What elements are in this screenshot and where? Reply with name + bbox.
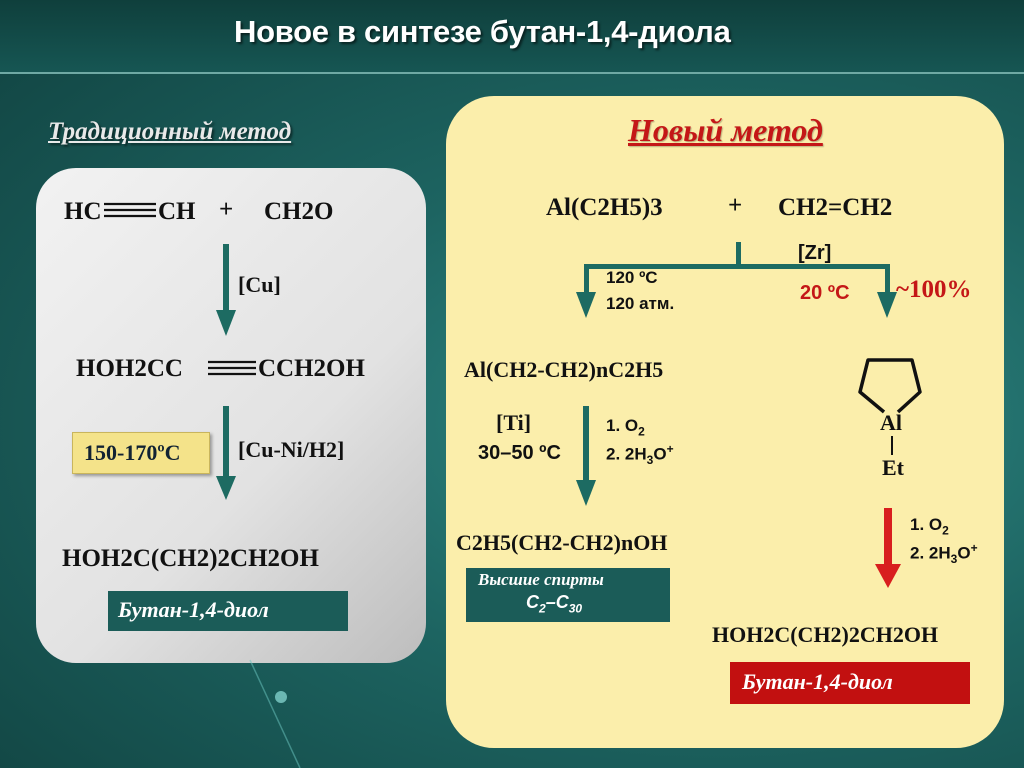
higher-alcohols-box	[466, 568, 670, 622]
titanium-catalyst: [Ti]	[496, 410, 532, 435]
higher-alcohols-label: Высшие спирты	[478, 570, 604, 589]
left-branch-pressure: 120 атм.	[606, 294, 675, 313]
acetylene-right: CH	[158, 198, 196, 225]
titanium-temperature: 30–50 ºC	[478, 442, 561, 464]
aluminium-polyethyl: Al(CH2-CH2)nC2H5	[464, 357, 664, 382]
arrow-step-1	[216, 244, 236, 336]
traditional-panel	[36, 168, 426, 663]
decorative-glow-dot	[275, 691, 287, 703]
slide-title: Новое в синтезе бутан-1,4-диола	[234, 14, 731, 49]
right-branch-temperature: 20 ºC	[800, 282, 850, 304]
plus-sign-left: +	[219, 196, 234, 223]
higher-alcohol-formula: C2H5(CH2-CH2)nOH	[456, 530, 668, 555]
plus-sign-right: +	[728, 192, 743, 219]
copper-catalyst: [Cu]	[238, 272, 281, 297]
arrow-step-2	[216, 406, 236, 500]
oxidation-step-left: 1. O2	[606, 416, 645, 439]
product-name-box-right	[730, 662, 970, 704]
product-name-box-left	[108, 591, 348, 631]
arrow-to-alcohols	[576, 406, 596, 506]
butynediol-right: CCH2OH	[258, 355, 365, 382]
hydrogenation-catalyst: [Cu-Ni/H2]	[238, 437, 345, 462]
hydrolysis-step-right: 2. 2H3O+	[910, 541, 978, 567]
decorative-line	[249, 659, 301, 768]
aluminacyclopentane-ring	[858, 358, 922, 414]
new-method-heading: Новый метод	[628, 112, 823, 148]
product-name-left: Бутан-1,4-диол	[118, 597, 269, 622]
temperature-box	[72, 432, 210, 474]
new-method-panel	[446, 96, 1004, 748]
title-bar: Новое в синтезе бутан-1,4-диола	[0, 0, 1024, 74]
zirconium-catalyst: [Zr]	[798, 242, 832, 264]
acetylene-left: HC	[64, 198, 102, 225]
butanediol-formula-right: HOH2C(CH2)2CH2OH	[712, 622, 939, 647]
ring-aluminium-atom: Al	[880, 410, 902, 435]
ethylene: CH2=CH2	[778, 194, 893, 221]
ring-ethyl-substituent: Et	[882, 455, 904, 480]
red-arrow-to-product	[875, 508, 901, 588]
triethylaluminium: Al(C2H5)3	[546, 194, 663, 221]
butanediol-formula-left: HOH2C(CH2)2CH2OH	[62, 545, 319, 572]
hydrolysis-step-left: 2. 2H3O+	[606, 442, 674, 468]
alcohol-carbon-range: C2–C30	[526, 592, 583, 616]
butynediol-left: HOH2CC	[76, 355, 183, 382]
oxidation-step-right: 1. O2	[910, 515, 949, 538]
yield-label: ~100%	[896, 276, 972, 303]
left-branch-temperature: 120 ºC	[606, 268, 658, 287]
traditional-heading: Традиционный метод	[48, 118, 292, 145]
triple-bond-acetylene	[104, 202, 156, 218]
triple-bond-butynediol	[208, 360, 256, 376]
formaldehyde: CH2O	[264, 198, 334, 225]
branch-arrows	[576, 242, 897, 318]
product-name-right: Бутан-1,4-диол	[742, 669, 893, 694]
temperature-label: 150-170ºC	[84, 440, 181, 465]
